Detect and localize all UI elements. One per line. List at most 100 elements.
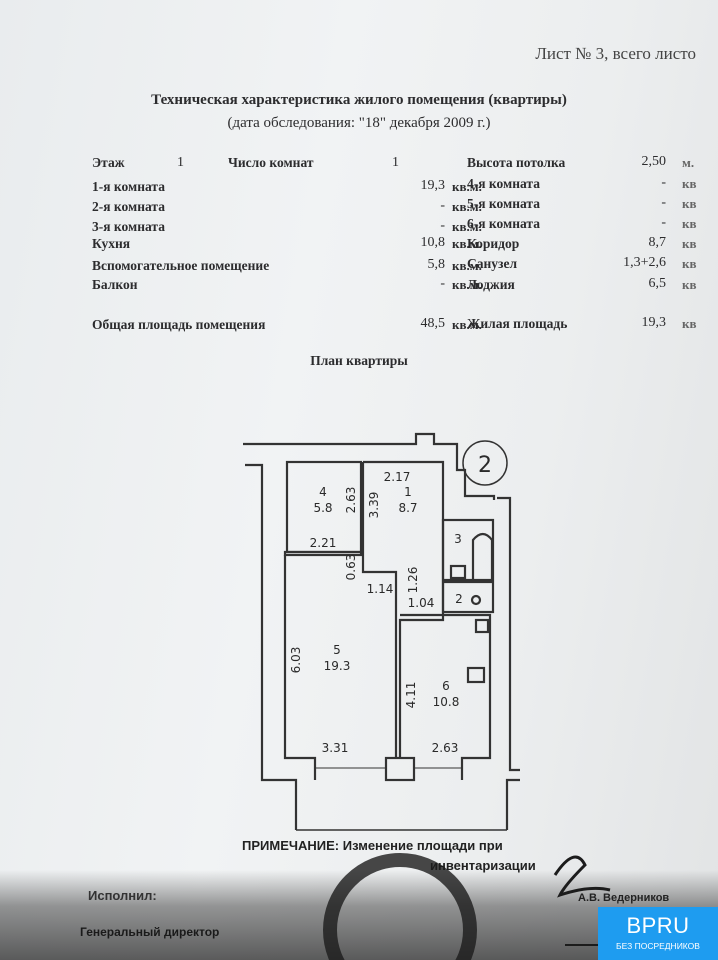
bathtub-icon bbox=[471, 532, 494, 580]
spec-value: 10,8 bbox=[420, 235, 446, 250]
spec-value: - bbox=[440, 198, 445, 213]
dimension: 1.26 bbox=[406, 567, 420, 594]
badge-tagline: БЕЗ ПОСРЕДНИКОВ bbox=[616, 941, 700, 951]
partition bbox=[283, 550, 363, 557]
spec-unit: кв.м. bbox=[452, 179, 482, 194]
floor-value: 1 bbox=[177, 155, 184, 170]
corridor-wall bbox=[361, 462, 398, 758]
spec-unit: кв.м. bbox=[452, 219, 482, 234]
total-area-unit: кв.м. bbox=[452, 317, 482, 332]
badge-name: BPRU bbox=[626, 913, 690, 938]
spec-unit: кв bbox=[682, 176, 697, 191]
dimension: 0.63 bbox=[344, 554, 358, 581]
spec-value: - bbox=[661, 195, 666, 210]
living-area-value: 19,3 bbox=[641, 315, 667, 330]
spec-value: 19,3 bbox=[420, 178, 446, 193]
dimension: 6.03 bbox=[289, 647, 303, 674]
dimension: 1.14 bbox=[367, 582, 394, 596]
stove-icon bbox=[466, 666, 486, 684]
floor-label: Этаж bbox=[92, 155, 125, 170]
spec-value: - bbox=[661, 215, 666, 230]
sheet-number: Лист № 3, всего листо bbox=[535, 44, 696, 63]
spec-label: 5-я комната bbox=[467, 196, 540, 211]
note-line-1: ПРИМЕЧАНИЕ: Изменение площади при bbox=[242, 838, 503, 853]
living-area-label: Жилая площадь bbox=[467, 316, 568, 331]
living-area-unit: кв bbox=[682, 316, 697, 331]
spec-unit: кв bbox=[682, 196, 697, 211]
spec-unit: кв.м. bbox=[452, 236, 482, 251]
signer-name: А.В. Ведерников bbox=[578, 892, 670, 904]
room-number: 6 bbox=[442, 679, 450, 693]
room-5-outline bbox=[283, 555, 317, 780]
room-area: 19.3 bbox=[324, 659, 351, 673]
stamp-seal bbox=[323, 853, 477, 960]
note-line-2: инвентаризации bbox=[430, 858, 536, 873]
column bbox=[384, 756, 416, 782]
room-number: 5 bbox=[333, 643, 341, 657]
spec-label: Коридор bbox=[467, 236, 520, 251]
room-1-outline bbox=[363, 460, 445, 758]
spec-value: 8,7 bbox=[648, 235, 667, 250]
spec-unit: кв.м. bbox=[452, 277, 482, 292]
spec-label: 4-я комната bbox=[467, 176, 540, 191]
plan-title: План квартиры bbox=[310, 353, 408, 368]
total-area-value: 48,5 bbox=[420, 316, 446, 331]
dimension: 4.11 bbox=[404, 682, 418, 709]
spec-label: Балкон bbox=[92, 277, 138, 292]
bpru-badge[interactable]: BPRU БЕЗ ПОСРЕДНИКОВ bbox=[598, 907, 718, 960]
spec-label: Высота потолка bbox=[467, 155, 566, 170]
spec-value: 6,5 bbox=[648, 276, 667, 291]
dimension: 3.31 bbox=[322, 741, 349, 755]
room-area: 5.8 bbox=[313, 501, 332, 515]
spec-value: - bbox=[440, 276, 445, 291]
spec-unit: кв bbox=[682, 277, 697, 292]
room-area: 10.8 bbox=[433, 695, 460, 709]
signature bbox=[553, 855, 611, 898]
spec-unit: кв bbox=[682, 256, 697, 271]
spec-unit: кв.м. bbox=[452, 199, 482, 214]
room-area: 8.7 bbox=[398, 501, 417, 515]
spec-value: 1,3+2,6 bbox=[623, 255, 666, 270]
spec-value: 2,50 bbox=[641, 154, 667, 169]
spec-label: Вспомогательное помещение bbox=[92, 258, 270, 273]
document-title: Техническая характеристика жилого помеще… bbox=[151, 92, 567, 108]
spec-unit: кв bbox=[682, 216, 697, 231]
total-area-label: Общая площадь помещения bbox=[92, 317, 266, 332]
outer-wall-right bbox=[497, 496, 520, 772]
spec-label: 6-я комната bbox=[467, 216, 540, 231]
dimension: 2.21 bbox=[310, 536, 337, 550]
sink-icon bbox=[449, 564, 467, 580]
spec-unit: кв bbox=[682, 236, 697, 251]
spec-unit: м. bbox=[682, 155, 695, 170]
dimension: 2.63 bbox=[344, 487, 358, 514]
outer-wall-left bbox=[245, 463, 298, 830]
spec-label: Санузел bbox=[467, 256, 518, 271]
executor-label: Исполнил: bbox=[88, 888, 157, 903]
spec-value: - bbox=[440, 218, 445, 233]
sink-kitchen-icon bbox=[474, 618, 490, 634]
apartment-number-circle bbox=[462, 440, 508, 486]
room-6-outline bbox=[400, 613, 492, 780]
spec-label: Кухня bbox=[92, 236, 131, 251]
room-2-wc-outline bbox=[441, 580, 495, 614]
spec-label: 3-я комната bbox=[92, 219, 165, 234]
spec-unit: кв.м. bbox=[452, 258, 482, 273]
outer-wall-right-lower bbox=[505, 778, 520, 830]
dimension: 2.63 bbox=[432, 741, 459, 755]
spec-label: 2-я комната bbox=[92, 199, 165, 214]
room-number: 4 bbox=[319, 485, 327, 499]
spec-label: Лоджия bbox=[467, 277, 515, 292]
rooms-label: Число комнат bbox=[228, 155, 314, 170]
director-label: Генеральный директор bbox=[80, 925, 220, 939]
dimension: 3.39 bbox=[367, 492, 381, 519]
dimension: 2.17 bbox=[384, 470, 411, 484]
inspection-date: (дата обследования: "18" декабря 2009 г.… bbox=[227, 115, 491, 131]
dimension: 1.04 bbox=[408, 596, 435, 610]
spec-label: 1-я комната bbox=[92, 179, 165, 194]
rooms-value: 1 bbox=[392, 155, 399, 170]
outer-wall-top bbox=[243, 432, 496, 500]
spec-value: - bbox=[661, 175, 666, 190]
room-number: 2 bbox=[455, 592, 463, 606]
